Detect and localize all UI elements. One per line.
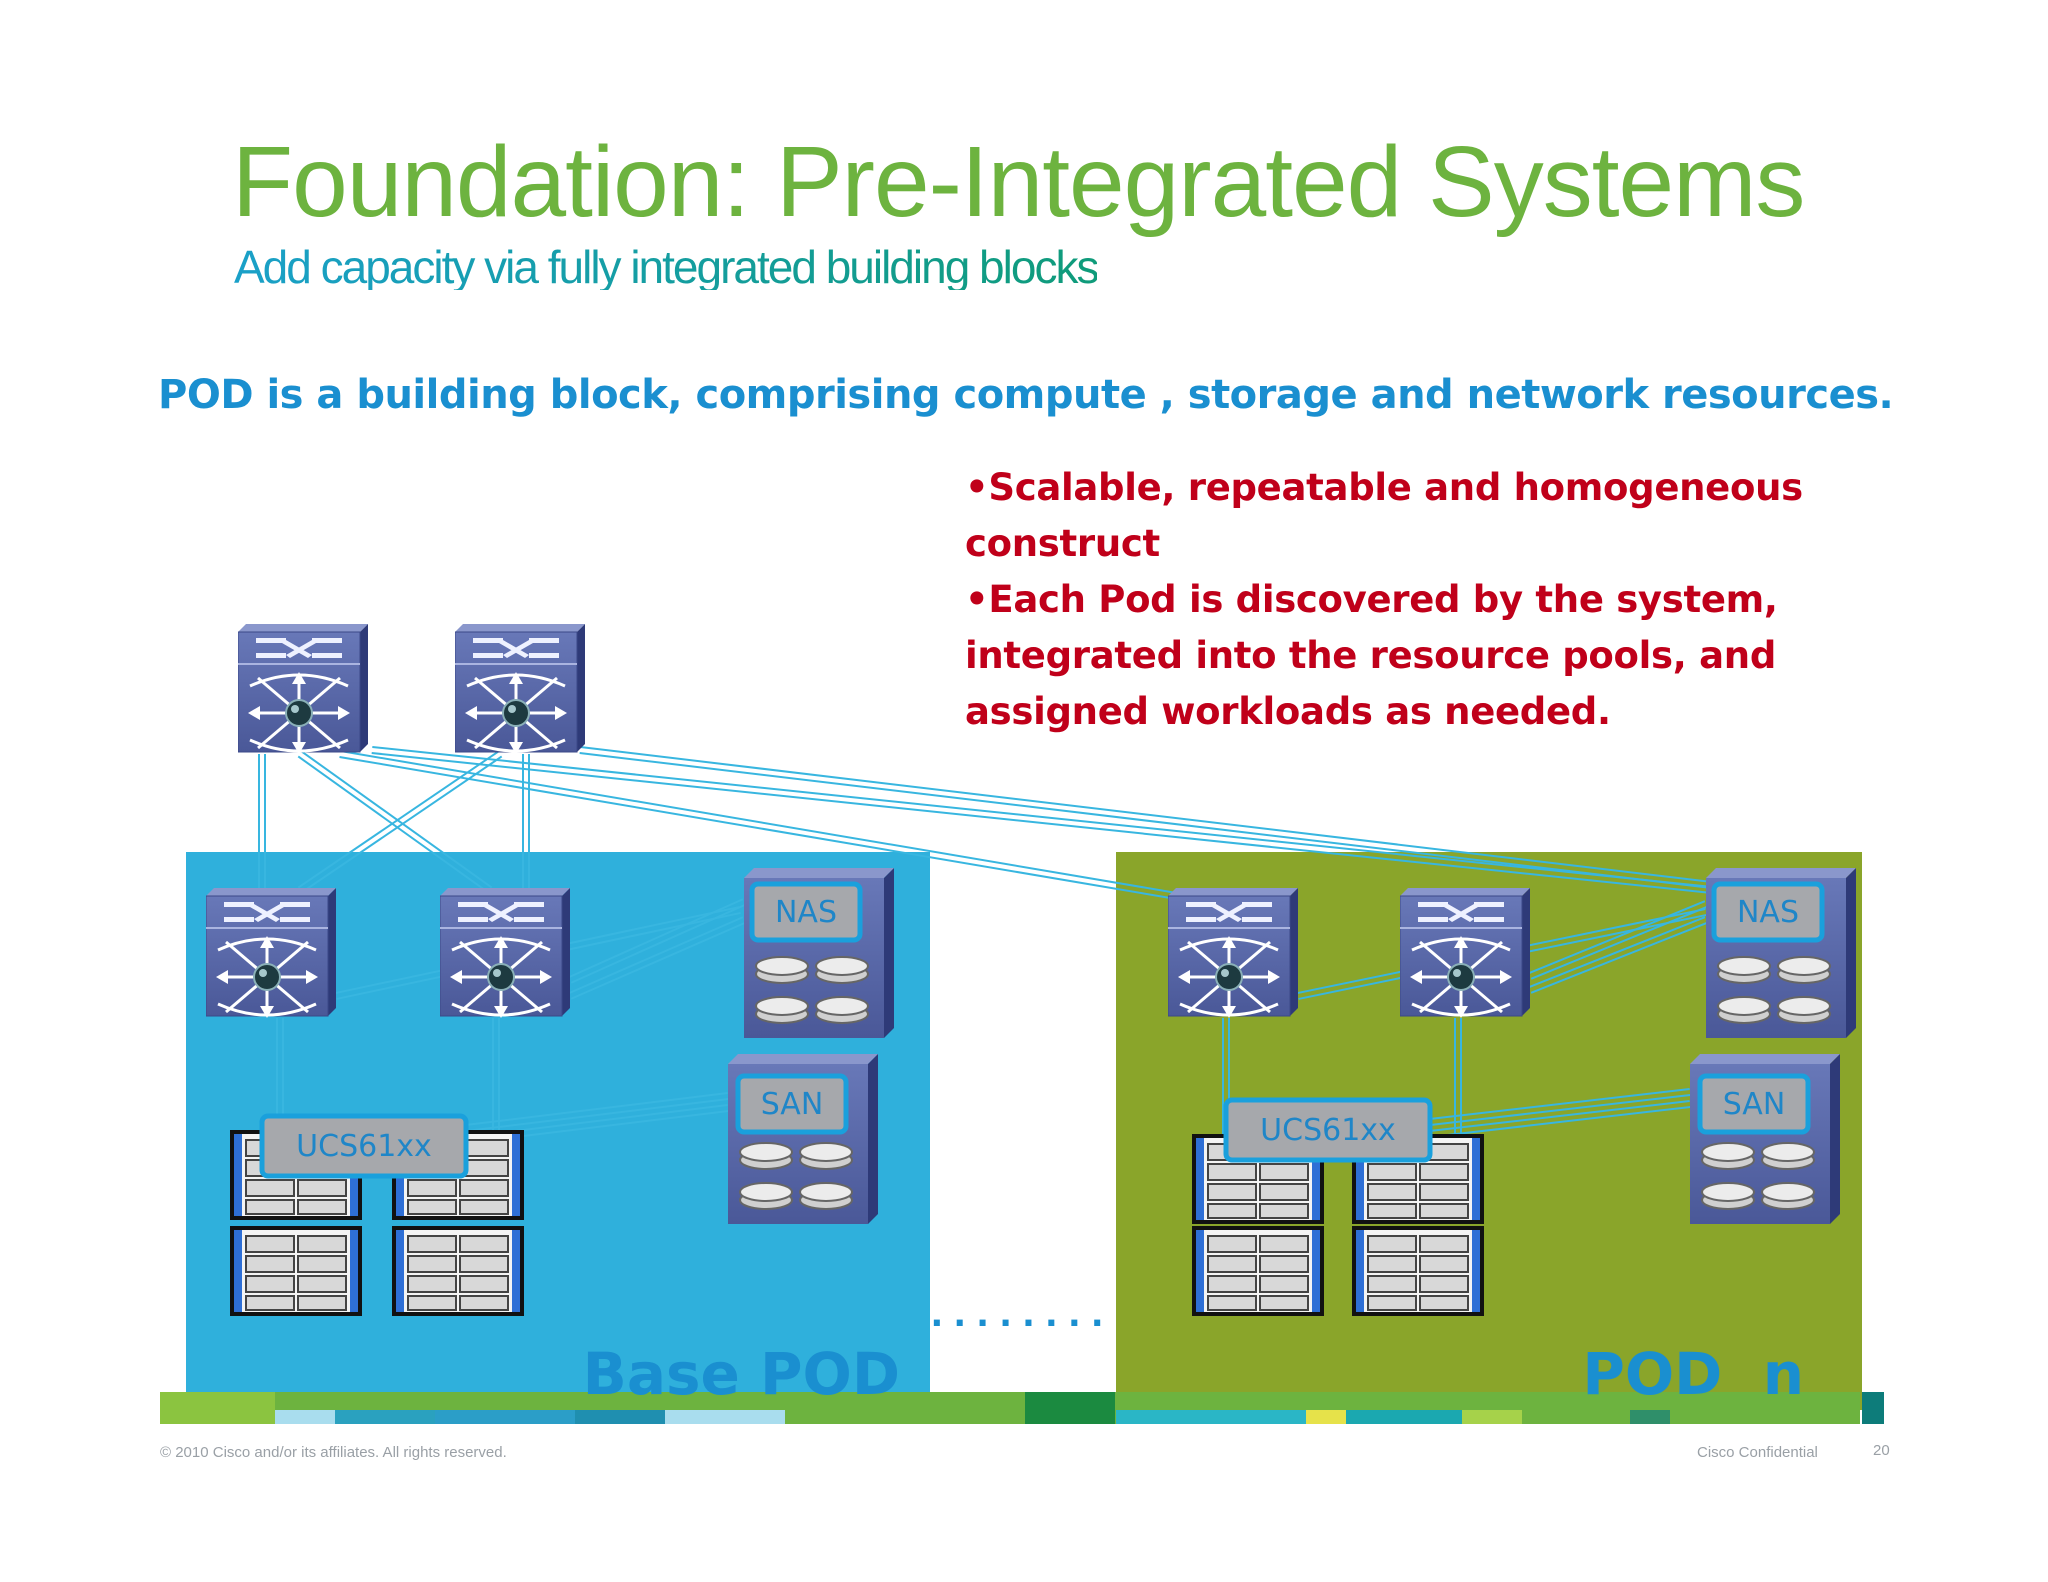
network-link-18 (1530, 905, 1708, 980)
podn-access-switch-2 (1400, 888, 1530, 1018)
base-pod-label: Base POD (583, 1340, 900, 1408)
bullet-discovery: •Each Pod is discovered by the system, i… (965, 578, 1778, 733)
podn-san-label: SAN (1723, 1087, 1786, 1122)
network-link-19 (1430, 1093, 1691, 1126)
network-link-17 (1528, 916, 1706, 989)
pod-n-label: POD n (1582, 1340, 1804, 1408)
slide-subtitle: Add capacity via fully integrated buildi… (234, 241, 1099, 293)
core-switch-2 (455, 624, 585, 754)
footer-color-band (160, 1392, 1884, 1424)
pod-separator: ........ (930, 1295, 1113, 1335)
network-link-4 (340, 750, 1201, 899)
podn-ucs-label: UCS61xx (1260, 1113, 1396, 1148)
bullet-list: •Scalable, repeatable and homogeneous co… (965, 460, 1965, 740)
podn-nas-label: NAS (1737, 895, 1799, 930)
pod-definition-headline: POD is a building block, comprising comp… (158, 372, 1894, 418)
network-link-12 (465, 1092, 728, 1127)
network-link-20 (1429, 1100, 1690, 1133)
network-link-6 (580, 746, 1721, 885)
network-links (258, 746, 1721, 1144)
bullet-scalable: •Scalable, repeatable and homogeneous co… (965, 466, 1803, 565)
podn-chassis-4 (1352, 1226, 1484, 1316)
network-link-11 (570, 903, 746, 984)
podn-chassis-3 (1192, 1226, 1324, 1316)
base-access-switch-1 (206, 888, 336, 1018)
base-ucs-label: UCS61xx (296, 1129, 432, 1164)
network-link-10 (570, 921, 746, 1000)
confidential-notice: Cisco Confidential (1697, 1444, 1818, 1461)
network-link-2 (297, 755, 489, 894)
network-link-20 (1430, 1105, 1691, 1138)
network-link-17 (1530, 921, 1708, 994)
core-switch-1 (238, 624, 368, 754)
base-chassis-3 (230, 1226, 362, 1316)
base-san-label: SAN (761, 1087, 824, 1122)
network-link-5 (371, 751, 1712, 894)
base-nas-label: NAS (775, 895, 837, 930)
page-number: 20 (1873, 1442, 1890, 1459)
network-link-5 (372, 746, 1713, 889)
network-link-3 (297, 750, 499, 889)
network-link-11 (568, 898, 744, 979)
network-link-6 (579, 751, 1720, 890)
network-link-10 (568, 916, 744, 995)
network-link-4 (339, 755, 1200, 904)
network-link-12 (466, 1097, 729, 1132)
slide-title: Foundation: Pre-Integrated Systems (232, 126, 1805, 238)
podn-access-switch-1 (1168, 888, 1298, 1018)
base-access-switch-2 (440, 888, 570, 1018)
copyright-notice: © 2010 Cisco and/or its affiliates. All … (160, 1444, 507, 1461)
base-chassis-4 (392, 1226, 524, 1316)
network-link-18 (1528, 900, 1706, 975)
network-link-19 (1429, 1088, 1690, 1121)
